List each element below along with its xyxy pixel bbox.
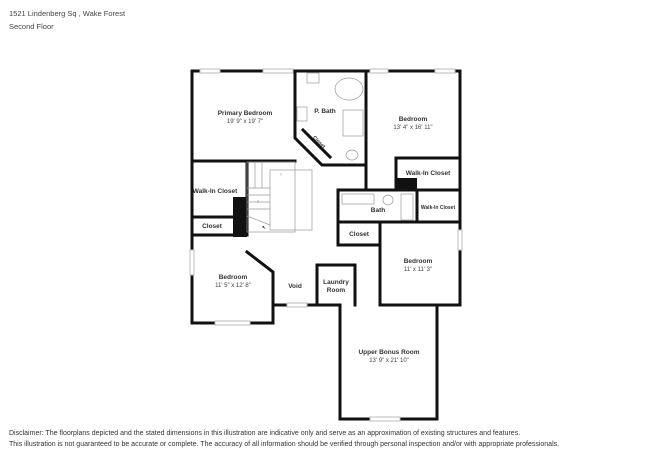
room-bonus: Upper Bonus Room — [358, 349, 419, 356]
disclaimer-line-2: This illustration is not guaranteed to b… — [9, 441, 560, 448]
property-address: 1521 Lindenberg Sq , Wake Forest — [9, 9, 126, 18]
svg-text:↑: ↑ — [280, 172, 283, 178]
room-laundry: Laundry — [323, 279, 349, 286]
room-closet-center: Closet — [349, 231, 370, 238]
stairs: ↑ ↑ ↖ — [246, 161, 313, 233]
room-bedroom-e: Bedroom — [404, 258, 433, 265]
fixtures — [296, 72, 414, 221]
room-bedroom-sw: Bedroom — [219, 274, 248, 281]
floor-label: Second Floor — [9, 22, 54, 31]
svg-text:↖: ↖ — [262, 225, 266, 231]
room-walkin-closet-w: Walk-In Closet — [193, 188, 238, 195]
room-bedroom-ne: Bedroom — [399, 116, 428, 123]
room-bonus-dims: 13' 9" x 21' 10" — [369, 358, 409, 364]
room-labels: Primary Bedroom 19' 9" x 19' 7" P. Bath … — [193, 108, 456, 364]
room-bedroom-ne-dims: 13' 4" x 16' 11" — [393, 125, 432, 131]
room-bedroom-e-dims: 11' x 11' 3" — [404, 267, 432, 273]
room-bath: Bath — [371, 207, 385, 214]
room-laundry-2: Room — [327, 287, 346, 294]
room-primary-bedroom-dims: 19' 9" x 19' 7" — [227, 119, 263, 125]
svg-text:↑: ↑ — [257, 199, 260, 205]
disclaimer-line-1: Disclaimer: The floorplans depicted and … — [9, 430, 521, 437]
windows — [189, 68, 463, 422]
room-p-bath: P. Bath — [314, 108, 336, 115]
walls — [190, 69, 462, 421]
room-primary-bedroom: Primary Bedroom — [218, 110, 273, 117]
room-closet-w: Closet — [202, 223, 223, 230]
room-walkin-closet-e: Walk-In Closet — [421, 205, 456, 211]
room-walkin-closet-ne: Walk-In Closet — [406, 170, 451, 177]
room-bedroom-sw-dims: 11' 5" x 12' 8" — [215, 283, 251, 289]
room-void: Void — [288, 283, 302, 290]
